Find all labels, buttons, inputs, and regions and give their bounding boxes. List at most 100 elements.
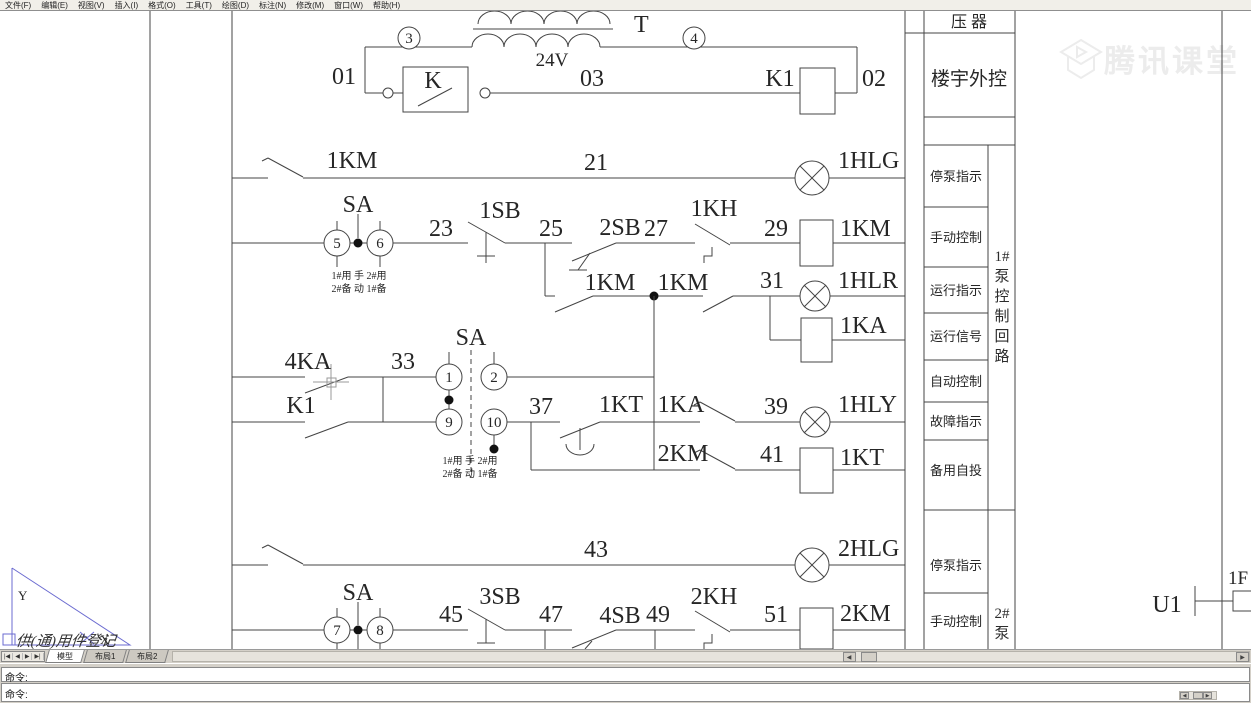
selector-positions-line1: 1#用 手 2#用 [443, 454, 498, 467]
fuse-symbol [1232, 590, 1251, 612]
terminal-number-10: 10 [487, 415, 502, 431]
wire-label-43: 43 [584, 537, 608, 563]
nc-contact [267, 544, 304, 565]
coil-label-1KT: 1KT [840, 445, 884, 471]
tab-nav-last-icon[interactable]: ▶| [32, 653, 44, 660]
horizontal-scrollbar[interactable]: ◀ ▶ [171, 651, 1250, 662]
wire-number-circle-4 [682, 26, 706, 50]
panel-cell-run-signal: 运行信号 [930, 329, 982, 344]
relay-coil-1KA [800, 317, 833, 363]
drawing-canvas[interactable]: T 24V 3 4 01 K 03 K1 02 1KM 21 1HLG SA 5… [0, 0, 1251, 649]
scroll-right-button[interactable]: ▶ [1236, 652, 1249, 662]
terminal-number-6: 6 [376, 236, 384, 252]
wire-label-45: 45 [439, 602, 463, 628]
panel-cell-run-indication: 运行指示 [930, 283, 982, 298]
switch-label-K: K [424, 68, 442, 94]
menu-item-modify[interactable]: 修改(M) [296, 0, 325, 10]
time-delay-cup [565, 443, 595, 456]
terminal-number-1: 1 [445, 370, 453, 386]
selector-positions-line1: 1#用 手 2#用 [332, 269, 387, 282]
wire-label-41: 41 [760, 442, 784, 468]
menu-item-help[interactable]: 帮助(H) [373, 0, 401, 10]
selector-position-dot [353, 238, 363, 248]
panel-cell-manual-control: 手动控制 [930, 230, 982, 245]
mini-scrollbar-thumb[interactable] [1193, 692, 1203, 699]
selector-label-SA: SA [456, 325, 487, 351]
panel-cell-stop-indication-2: 停泵指示 [930, 558, 982, 573]
selector-position-dot [444, 395, 454, 405]
no-pushbutton-2SB [571, 242, 617, 262]
contactor-coil-1KM [799, 219, 834, 267]
command-input-line[interactable]: 命令: [1, 683, 1250, 702]
tab-layout2[interactable]: 布局2 [125, 650, 170, 663]
switch-box-K [402, 66, 469, 113]
wire-label-31: 31 [760, 268, 784, 294]
wire-label-25: 25 [539, 216, 563, 242]
button-label-3SB: 3SB [479, 584, 520, 610]
fuse-label: 1F [1228, 568, 1248, 589]
no-pushbutton-4SB [571, 629, 617, 649]
contactor-coil-2KM [799, 607, 834, 649]
wire-label-47: 47 [539, 602, 563, 628]
terminal-number-2: 2 [490, 370, 498, 386]
transformer-secondary-winding [471, 33, 601, 48]
wire-label-49: 49 [646, 602, 670, 628]
tab-layout1-label: 布局1 [94, 651, 116, 661]
mini-scroll-left-icon[interactable]: ◀ [1180, 692, 1189, 699]
title-block-text: 供(通)用件登记 [15, 634, 117, 650]
wire-label-23: 23 [429, 216, 453, 242]
menu-item-insert[interactable]: 插入(I) [114, 0, 139, 10]
timer-coil-1KT [799, 447, 834, 494]
selector-positions-line2: 2#备 动 1#备 [443, 467, 498, 480]
graduation-cap-play-icon [1059, 38, 1103, 79]
layout-tab-bar: |◀ ◀ ▶ ▶| 模型 布局1 布局2 ◀ ▶ [0, 649, 1251, 663]
wire-label-33: 33 [391, 349, 415, 375]
menu-item-draw[interactable]: 绘图(D) [221, 0, 250, 10]
button-label-2SB: 2SB [599, 215, 640, 241]
coil-label-K1: K1 [765, 66, 794, 92]
tab-layout1[interactable]: 布局1 [82, 650, 127, 663]
scroll-left-button[interactable]: ◀ [842, 652, 856, 662]
menu-item-view[interactable]: 视图(V) [77, 0, 105, 10]
wire-label-01: 01 [332, 64, 356, 90]
tab-nav-prev-icon[interactable]: ◀ [13, 653, 23, 660]
menu-item-tools[interactable]: 工具(T) [185, 0, 212, 10]
lamp-label-1HLG: 1HLG [838, 148, 899, 174]
menu-item-window[interactable]: 窗口(W) [334, 0, 364, 10]
panel-cell-building-external-control: 楼宇外控 [931, 68, 1007, 90]
menu-item-file[interactable]: 文件(F) [5, 0, 32, 10]
menu-item-format[interactable]: 格式(O) [148, 0, 176, 10]
voltage-label: 24V [536, 50, 569, 71]
menu-item-edit[interactable]: 编辑(E) [41, 0, 68, 10]
nc-contact-1KA [699, 401, 736, 422]
lamp-label-2HLG: 2HLG [838, 536, 899, 562]
nc-thermal-contact-2KH [694, 610, 731, 633]
menu-item-dimension[interactable]: 标注(N) [259, 0, 287, 10]
scrollbar-thumb[interactable] [860, 652, 877, 662]
button-label-4SB: 4SB [599, 603, 640, 629]
mini-scroll-right-icon[interactable]: ▶ [1203, 692, 1212, 699]
panel-group-1-pump-control-circuit: 1#泵控制回路 [994, 249, 1010, 365]
contact-label-1KM: 1KM [658, 270, 709, 296]
command-mini-scrollbar[interactable]: ◀ ▶ [1179, 691, 1217, 700]
lamp-label-1HLY: 1HLY [838, 392, 897, 418]
wire-number-circle-3 [397, 26, 421, 50]
panel-cell-stop-indication: 停泵指示 [930, 169, 982, 184]
wire-label-02: 02 [862, 66, 886, 92]
wire-label-51: 51 [764, 602, 788, 628]
wire-label-37: 37 [529, 394, 553, 420]
tab-nav-first-icon[interactable]: |◀ [2, 653, 14, 660]
selector-positions-line2: 2#备 动 1#备 [332, 282, 387, 295]
button-label-1SB: 1SB [479, 198, 520, 224]
panel-cell-manual-control-2: 手动控制 [930, 614, 982, 629]
wire-label-27: 27 [644, 216, 668, 242]
ucs-icon [11, 567, 132, 646]
wire-label-21: 21 [584, 150, 608, 176]
command-history-line[interactable]: 命令: [1, 667, 1250, 684]
tab-model[interactable]: 模型 [44, 650, 85, 663]
device-label-U1: U1 [1152, 592, 1181, 618]
panel-cell-standby-auto-switch: 备用自投 [930, 463, 982, 478]
terminal-number-5: 5 [333, 236, 341, 252]
tab-nav-next-icon[interactable]: ▶ [23, 653, 33, 660]
